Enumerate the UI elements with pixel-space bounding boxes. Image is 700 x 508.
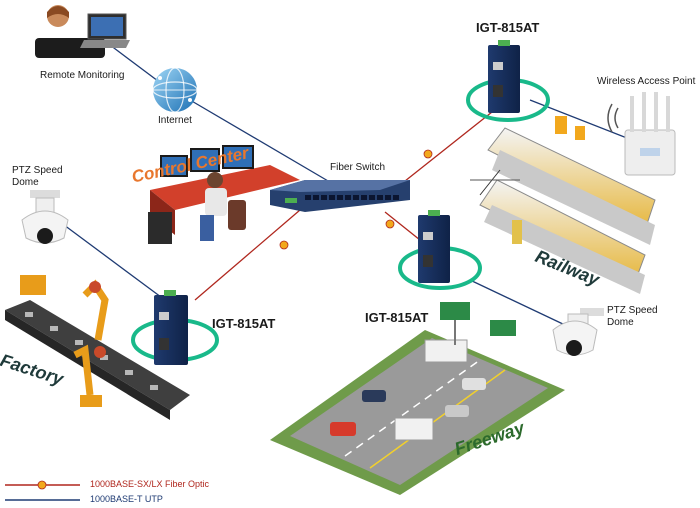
fiber-switch-label: Fiber Switch [330, 162, 386, 173]
ptz-left-label-line2: Dome [12, 177, 39, 188]
igt-left-label: IGT-815AT [212, 316, 276, 331]
igt-middle-label: IGT-815AT [365, 310, 429, 325]
fiber-switch-icon [270, 180, 410, 212]
wireless-access-point-icon [607, 92, 676, 176]
ptz-right-label-line1: PTZ Speed [607, 305, 658, 316]
igt-815at-top-device [466, 40, 550, 122]
legend-utp-label: 1000BASE-T UTP [90, 494, 163, 504]
remote-monitoring-label: Remote Monitoring [40, 70, 125, 81]
ptz-right-label-line2: Dome [607, 317, 634, 328]
internet-globe-icon [152, 67, 198, 113]
freeway-illustration [270, 302, 565, 495]
wireless-ap-label: Wireless Access Point [597, 76, 696, 87]
ptz-speed-dome-left-icon [21, 190, 69, 244]
ptz-right-label: PTZ Speed Dome [607, 305, 658, 329]
igt-815at-middle-device [398, 210, 482, 290]
internet-label: Internet [158, 115, 192, 126]
ptz-left-label-line1: PTZ Speed [12, 165, 63, 176]
igt-815at-left-device [131, 290, 219, 365]
fiber-links [194, 111, 493, 301]
ptz-speed-dome-right-icon [552, 308, 604, 356]
igt-top-label: IGT-815AT [476, 20, 540, 35]
railway-trains-icon [470, 116, 656, 294]
factory-illustration [5, 275, 190, 420]
remote-monitoring-icon [35, 5, 130, 58]
ptz-left-label: PTZ Speed Dome [12, 165, 63, 189]
legend-fiber-label: 1000BASE-SX/LX Fiber Optic [90, 479, 210, 489]
control-center-icon [148, 145, 300, 244]
legend [5, 480, 80, 501]
